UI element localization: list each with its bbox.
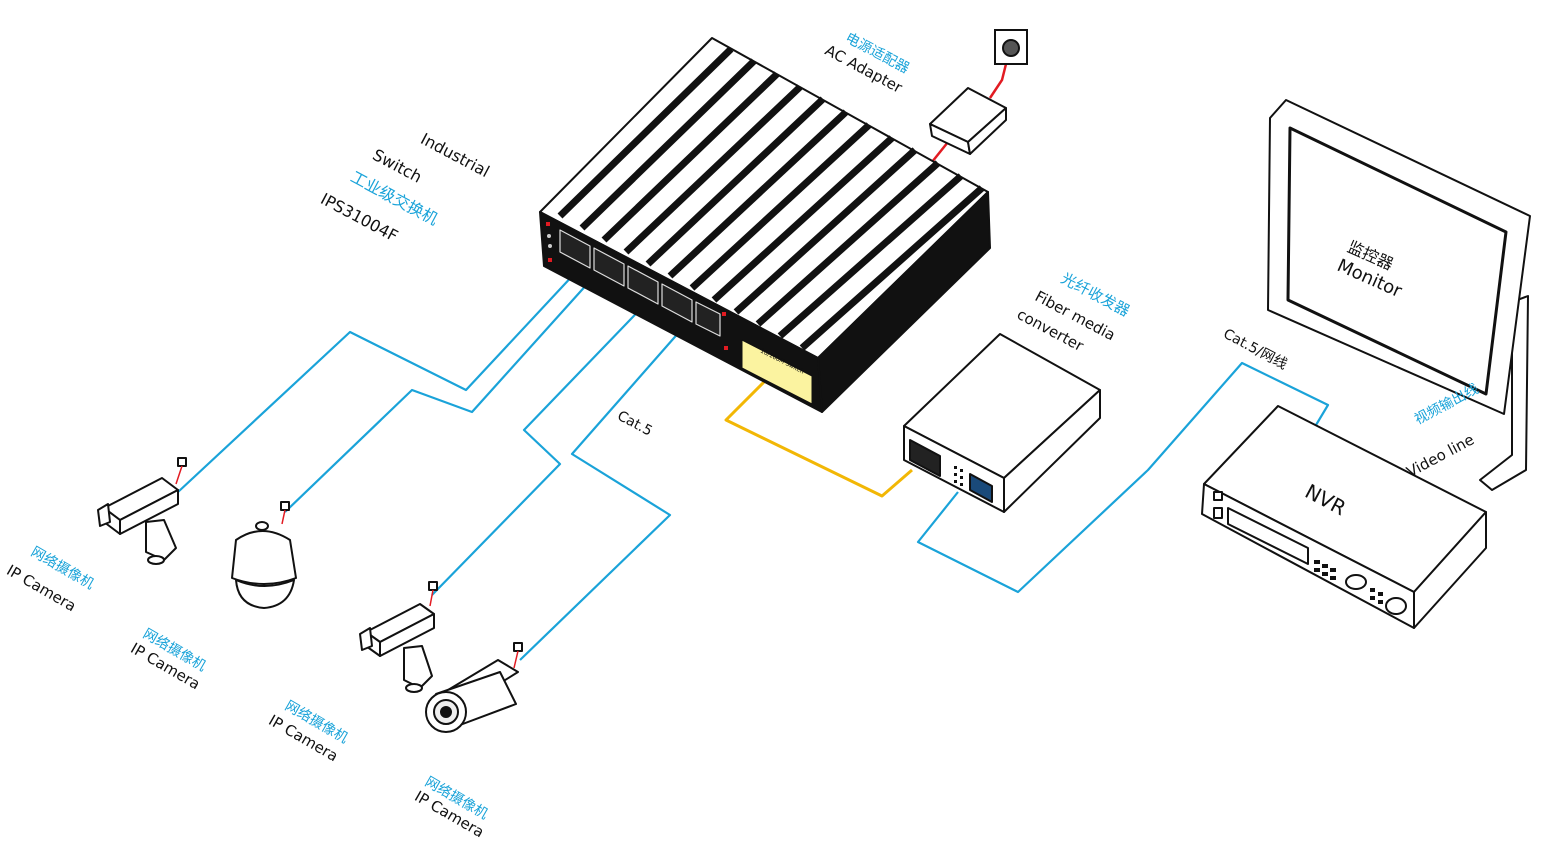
cable-switch-camera-4 (519, 321, 689, 661)
rj45-port (627, 265, 659, 305)
nvr-buttons (1314, 560, 1383, 604)
ip-camera-2-dome (231, 501, 297, 609)
fiber-cable (724, 378, 913, 498)
nvr-control-knob (1385, 597, 1407, 615)
camera-housing (231, 530, 297, 585)
wall-outlet (994, 29, 1028, 65)
rj45-port (661, 283, 693, 323)
switch-rj45-ports (559, 229, 721, 337)
rj45-port (593, 247, 625, 287)
rj45-port (695, 301, 721, 337)
power-cables (931, 59, 1009, 163)
cable-switch-camera-2 (284, 271, 599, 513)
camera-mount (403, 645, 433, 689)
switch-status-leds (547, 234, 552, 248)
power-cable-outlet (988, 59, 1009, 99)
ip-camera-3-box (359, 581, 438, 693)
cable-switch-camera-1 (177, 271, 577, 493)
fiber-media-converter (903, 333, 1101, 513)
nvr-power-button (1213, 491, 1223, 501)
ip-camera-1-box (97, 457, 187, 565)
cable-switch-camera-3 (431, 295, 654, 596)
camera-mount (145, 519, 177, 561)
switch-port-markers (546, 222, 728, 350)
rj45-port (559, 229, 591, 269)
ac-adapter (929, 87, 1007, 155)
switch-heatsink-fins (557, 46, 985, 351)
nvr-drive-bay (1227, 507, 1309, 565)
camera-lens-hood (359, 627, 373, 651)
camera-terminal (280, 501, 290, 511)
ip-camera-4-bullet (425, 642, 523, 733)
monitor (1267, 99, 1531, 491)
industrial-switch (539, 37, 991, 413)
nvr-jog-dial (1345, 574, 1367, 590)
converter-leds (954, 466, 963, 486)
switch-front-plate (741, 339, 813, 405)
nvr-usb-port (1213, 507, 1223, 519)
ethernet-cables (177, 271, 1330, 661)
camera-dome (235, 579, 295, 609)
nvr-recorder (1201, 405, 1487, 629)
camera-lens-hood (97, 503, 111, 527)
power-cable-switch (931, 141, 949, 163)
camera-terminal (428, 581, 438, 591)
cable-converter-nvr (916, 361, 1330, 594)
monitor-stand (1479, 295, 1529, 491)
camera-terminal (177, 457, 187, 467)
monitor-screen (1286, 126, 1508, 396)
camera-cap (255, 521, 269, 531)
converter-rj45-port (969, 473, 993, 503)
nvr-side (1413, 511, 1487, 629)
camera-terminal (513, 642, 523, 652)
converter-sfp-port (909, 439, 941, 477)
